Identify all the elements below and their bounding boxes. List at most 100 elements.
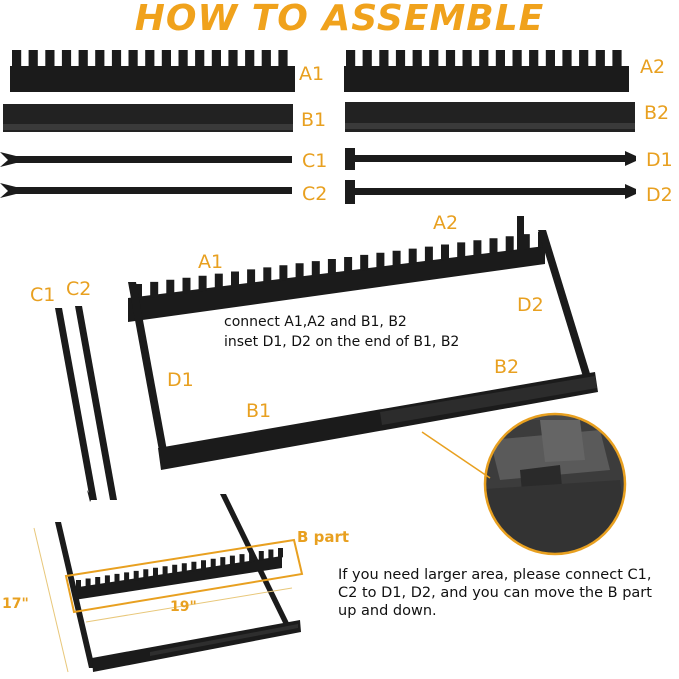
comb-tooth xyxy=(231,271,239,288)
comb-tooth xyxy=(346,50,356,68)
comb-tooth xyxy=(379,50,389,68)
comb-tooth xyxy=(150,281,159,298)
part-a1-comb xyxy=(10,50,295,92)
assembled-comb-a1-a2 xyxy=(128,232,546,322)
comb-tooth xyxy=(239,554,245,565)
comb-tooth xyxy=(495,50,505,68)
label-c1: C1 xyxy=(302,150,328,172)
comb-tooth xyxy=(198,275,207,292)
comb-tooth xyxy=(344,257,353,273)
comb-tooth xyxy=(229,555,235,566)
comb-tooth xyxy=(95,577,101,587)
comb-tooth xyxy=(228,50,238,68)
comb-tooth xyxy=(392,250,401,267)
callout-leader-line xyxy=(421,431,491,479)
comb-tooth xyxy=(201,560,206,571)
comb-tooth xyxy=(45,50,55,68)
part-c2-rod xyxy=(0,183,292,198)
comb-tooth xyxy=(462,50,472,68)
comb-tooth xyxy=(12,50,22,68)
comb-tooth xyxy=(211,50,221,68)
comb-tooth xyxy=(145,50,155,68)
part-c1-rod xyxy=(0,152,292,167)
assembly-label-c2: C2 xyxy=(66,278,92,300)
comb-tooth xyxy=(395,50,406,68)
b-part-label: B part xyxy=(297,528,350,546)
assembled-d1-upright xyxy=(128,282,168,456)
comb-tooth xyxy=(210,558,216,569)
loose-c1-rod xyxy=(55,308,97,502)
comb-tooth xyxy=(457,242,466,259)
zoom-detail-circle xyxy=(483,412,627,556)
comb-tooth xyxy=(360,254,369,271)
part-d1-rod xyxy=(345,148,636,170)
comb-tooth xyxy=(311,261,320,278)
assembled-d2-upright xyxy=(517,216,592,380)
label-d1: D1 xyxy=(646,149,673,171)
comb-tooth xyxy=(128,50,138,68)
comb-tooth xyxy=(545,50,555,68)
comb-tooth xyxy=(220,557,226,568)
comb-tooth xyxy=(76,580,81,590)
comb-tooth xyxy=(245,50,255,68)
comb-tooth xyxy=(562,50,572,68)
comb-tooth xyxy=(104,575,110,586)
comb-tooth xyxy=(327,259,336,275)
part-a2-comb xyxy=(344,50,629,92)
comb-tooth xyxy=(612,50,622,68)
comb-tooth xyxy=(166,279,175,296)
label-a1: A1 xyxy=(299,63,325,85)
comb-tooth xyxy=(181,563,187,574)
comb-tooth xyxy=(445,50,456,68)
b-part-highlight xyxy=(64,538,304,614)
comb-tooth xyxy=(362,50,372,68)
comb-tooth xyxy=(249,552,255,563)
comb-tooth xyxy=(279,265,288,282)
height-dimension: 17" xyxy=(2,596,29,612)
comb-tooth xyxy=(247,269,256,286)
assembly-label-a2: A2 xyxy=(433,212,459,234)
comb-tooth xyxy=(61,50,72,68)
comb-tooth xyxy=(376,252,385,269)
assembly-label-c1: C1 xyxy=(30,284,56,306)
assembled-bar-b1-b2 xyxy=(158,372,598,470)
instruction-line-1: connect A1,A2 and B1, B2 xyxy=(224,314,407,330)
assembly-label-d1: D1 xyxy=(167,369,194,391)
comb-tooth xyxy=(278,548,283,558)
comb-tooth xyxy=(182,277,191,294)
comb-tooth xyxy=(172,564,178,575)
height-dim-line xyxy=(33,527,69,673)
comb-tooth xyxy=(153,567,158,578)
comb-tooth xyxy=(162,566,168,577)
comb-tooth xyxy=(441,244,449,261)
comb-tooth xyxy=(258,551,264,561)
comb-tooth xyxy=(512,50,522,68)
comb-tooth xyxy=(295,263,304,280)
extension-note: If you need larger area, please connect … xyxy=(338,567,652,620)
page-title: HOW TO ASSEMBLE xyxy=(134,0,545,39)
label-c2: C2 xyxy=(302,183,328,205)
comb-tooth xyxy=(124,572,130,583)
comb-tooth xyxy=(111,50,122,68)
instruction-line-2: inset D1, D2 on the end of B1, B2 xyxy=(224,334,460,350)
width-dimension: 19" xyxy=(170,599,197,615)
comb-tooth xyxy=(191,561,197,572)
comb-tooth xyxy=(214,273,223,290)
comb-tooth xyxy=(479,50,489,68)
comb-tooth xyxy=(529,50,539,68)
assembly-label-b2: B2 xyxy=(494,356,520,378)
part-d2-rod xyxy=(345,180,636,204)
assembly-label-a1: A1 xyxy=(198,251,224,273)
comb-tooth xyxy=(595,50,605,68)
assembly-label-d2: D2 xyxy=(517,294,544,316)
comb-tooth xyxy=(133,570,139,581)
comb-tooth xyxy=(85,578,91,589)
comb-tooth xyxy=(261,50,271,68)
comb-tooth xyxy=(278,50,288,68)
comb-tooth xyxy=(268,549,274,560)
part-b2-bar xyxy=(345,102,635,132)
comb-tooth xyxy=(424,246,433,263)
extension-frame xyxy=(55,494,301,672)
comb-tooth xyxy=(505,236,514,253)
